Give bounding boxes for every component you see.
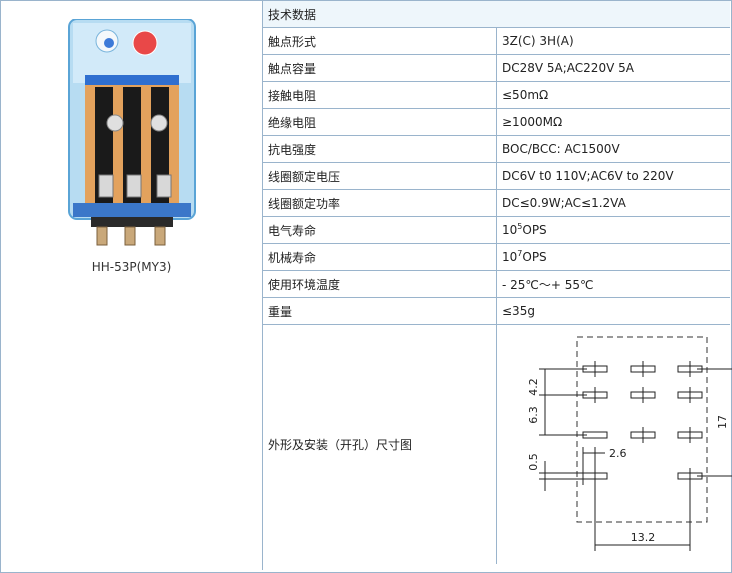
spec-row: 重量 ≤35g [263, 297, 730, 325]
product-panel: HH-53P(MY3) [1, 1, 263, 570]
spec-value: 3Z(C) 3H(A) [496, 27, 730, 55]
spec-value: ≥1000MΩ [496, 108, 730, 136]
spec-value: - 25℃～+ 55℃ [496, 270, 730, 298]
spec-label: 抗电强度 [263, 135, 497, 163]
spec-table: 技术数据 触点形式 3Z(C) 3H(A) 触点容量 DC28V 5A;AC22… [263, 1, 732, 565]
spec-header: 技术数据 [263, 1, 730, 28]
spec-value: DC6V t0 110V;AC6V to 220V [496, 162, 730, 190]
value-base: 10 [502, 223, 518, 237]
spec-label: 触点形式 [263, 27, 497, 55]
spec-label: 重量 [263, 297, 497, 325]
spec-value: ≤35g [496, 297, 730, 325]
spec-row: 抗电强度 BOC/BCC: AC1500V [263, 135, 730, 163]
spec-row: 机械寿命 107OPS [263, 243, 730, 271]
dim-label: 2.6 [609, 447, 627, 460]
spec-label: 机械寿命 [263, 243, 497, 271]
spec-row: 绝缘电阻 ≥1000MΩ [263, 108, 730, 136]
dim-label: 13.2 [631, 531, 656, 544]
dim-label: 0.5 [527, 453, 540, 471]
product-model: HH-53P(MY3) [91, 260, 172, 274]
value-exponent: 7 [517, 249, 523, 258]
spec-row: 线圈额定电压 DC6V t0 110V;AC6V to 220V [263, 162, 730, 190]
spec-row: 线圈额定功率 DC≤0.9W;AC≤1.2VA [263, 189, 730, 217]
dim-label: 4.2 [527, 378, 540, 396]
spec-value: 105OPS [496, 216, 730, 244]
spec-value: 107OPS [496, 243, 730, 271]
value-base: 10 [502, 250, 518, 264]
drawing-row: 外形及安装（开孔）尺寸图 [263, 324, 732, 565]
spec-header-row: 技术数据 [263, 1, 730, 28]
value-exponent: 5 [517, 222, 523, 231]
spec-label: 绝缘电阻 [263, 108, 497, 136]
dim-label: 6.3 [527, 406, 540, 424]
dim-label: 17 [716, 415, 729, 429]
spec-label: 线圈额定功率 [263, 189, 497, 217]
spec-row: 电气寿命 105OPS [263, 216, 730, 244]
spec-label: 接触电阻 [263, 81, 497, 109]
spec-value: DC28V 5A;AC220V 5A [496, 54, 730, 82]
mounting-drawing: 4.2 6.3 0.5 2.6 17 13.2 [527, 336, 732, 551]
spec-label: 使用环境温度 [263, 270, 497, 298]
spec-label: 触点容量 [263, 54, 497, 82]
spec-row: 触点容量 DC28V 5A;AC220V 5A [263, 54, 730, 82]
spec-row: 使用环境温度 - 25℃～+ 55℃ [263, 270, 730, 298]
value-unit: OPS [522, 223, 547, 237]
spec-value: BOC/BCC: AC1500V [496, 135, 730, 163]
spec-label: 线圈额定电压 [263, 162, 497, 190]
drawing-label: 外形及安装（开孔）尺寸图 [263, 324, 497, 564]
spec-row: 触点形式 3Z(C) 3H(A) [263, 27, 730, 55]
relay-photo [68, 19, 196, 246]
spec-label: 电气寿命 [263, 216, 497, 244]
value-unit: OPS [522, 250, 547, 264]
spec-value: DC≤0.9W;AC≤1.2VA [496, 189, 730, 217]
spec-row: 接触电阻 ≤50mΩ [263, 81, 730, 109]
spec-value: ≤50mΩ [496, 81, 730, 109]
drawing-cell: 4.2 6.3 0.5 2.6 17 13.2 [497, 325, 732, 565]
